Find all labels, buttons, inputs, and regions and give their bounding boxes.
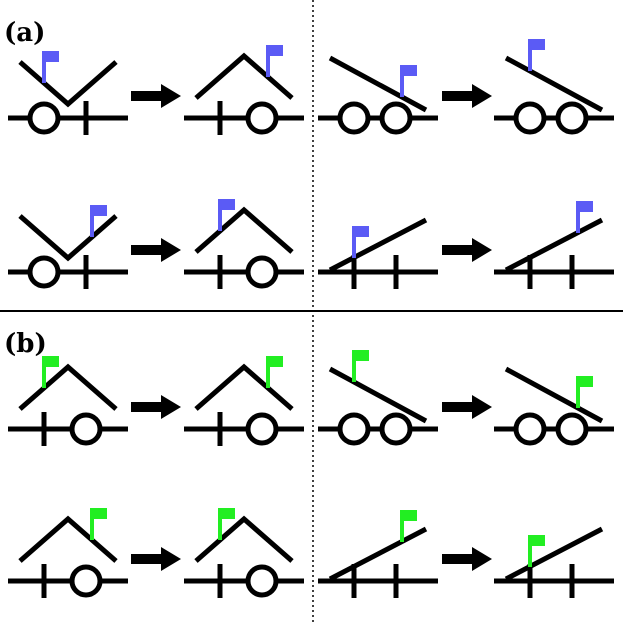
transition-cell [8, 199, 304, 289]
state-before [318, 217, 438, 289]
flag-icon [92, 508, 107, 519]
state-after [184, 45, 304, 135]
wheel-circle [513, 101, 547, 135]
state-diagrams [8, 39, 614, 598]
state-after [494, 366, 614, 446]
state-before [8, 51, 128, 135]
state-after [184, 356, 304, 446]
flag-icon [220, 199, 235, 210]
roof-line [194, 515, 294, 563]
wheel-circle [379, 412, 413, 446]
flag-icon [578, 376, 593, 387]
transition-cell [318, 510, 614, 598]
wheel-circle [27, 101, 61, 135]
roof-line [18, 60, 118, 108]
transition-cell [318, 350, 614, 446]
transition-cell [318, 201, 614, 289]
roof-line [328, 526, 428, 582]
transition-arrow-icon [442, 395, 492, 419]
roof-line [504, 217, 604, 273]
wheel-circle [245, 101, 279, 135]
flag-icon [402, 65, 417, 76]
state-before [318, 350, 438, 446]
roof-line [194, 52, 294, 100]
flag-icon [220, 508, 235, 519]
flag-icon [354, 350, 369, 361]
flag-icon [354, 226, 369, 237]
roof-line [328, 366, 428, 424]
transition-arrow-icon [442, 547, 492, 571]
flag-icon [268, 356, 283, 367]
flag-icon [402, 510, 417, 521]
flag-icon [268, 45, 283, 56]
wheel-circle [69, 412, 103, 446]
roof-line [194, 363, 294, 411]
state-after [494, 39, 614, 135]
transition-cell [8, 356, 304, 446]
state-before [8, 205, 128, 289]
transition-cell [8, 508, 304, 598]
transition-arrow-icon [442, 84, 492, 108]
wheel-circle [513, 412, 547, 446]
wheel-circle [555, 412, 589, 446]
flag-icon [530, 535, 545, 546]
flag-icon [44, 51, 59, 62]
transition-cell [318, 39, 614, 135]
roof-line [504, 526, 604, 582]
wheel-circle [245, 255, 279, 289]
wheel-circle [337, 101, 371, 135]
state-before [8, 508, 128, 598]
flag-icon [44, 356, 59, 367]
state-after [494, 201, 614, 289]
state-after [184, 199, 304, 289]
transition-cell [8, 45, 304, 135]
roof-line [328, 55, 428, 113]
wheel-circle [245, 564, 279, 598]
transition-arrow-icon [131, 238, 181, 262]
roof-line [18, 363, 118, 411]
state-before [8, 356, 128, 446]
wheel-circle [555, 101, 589, 135]
wheel-circle [337, 412, 371, 446]
transition-arrow-icon [442, 238, 492, 262]
flag-icon [92, 205, 107, 216]
flag-icon [530, 39, 545, 50]
panel-label-a: (a) [4, 18, 45, 48]
wheel-circle [245, 412, 279, 446]
transition-arrow-icon [131, 395, 181, 419]
roof-line [504, 366, 604, 424]
state-before [318, 55, 438, 135]
state-after [494, 526, 614, 598]
roof-line [504, 55, 604, 113]
wheel-circle [379, 101, 413, 135]
flag-icon [578, 201, 593, 212]
wheel-circle [69, 564, 103, 598]
state-after [184, 508, 304, 598]
transition-arrow-icon [131, 84, 181, 108]
transition-arrow-icon [131, 547, 181, 571]
roof-line [328, 217, 428, 273]
panel-label-b: (b) [4, 329, 47, 359]
roof-line [18, 214, 118, 262]
roof-line [18, 515, 118, 563]
wheel-circle [27, 255, 61, 289]
roof-line [194, 206, 294, 254]
state-before [318, 510, 438, 598]
